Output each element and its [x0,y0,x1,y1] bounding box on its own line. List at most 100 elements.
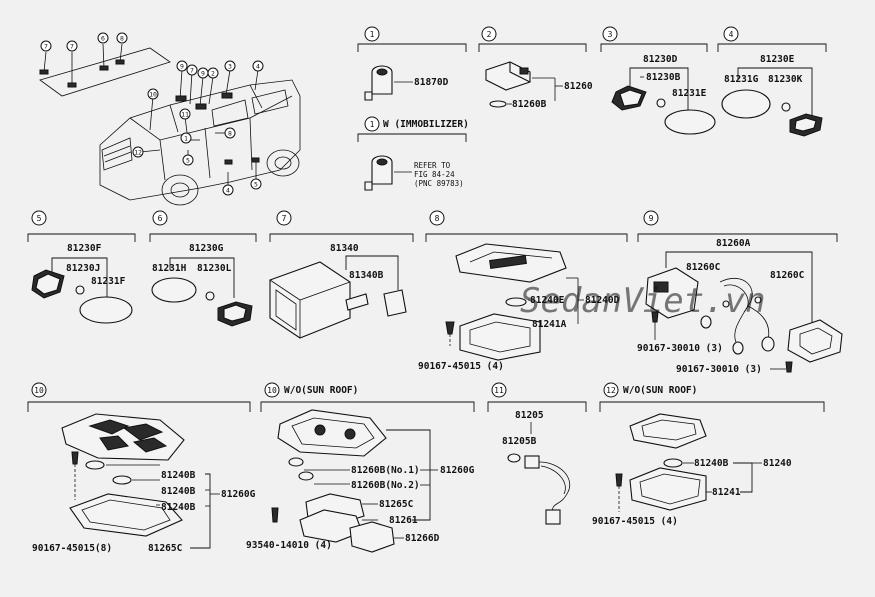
part-label-81241a: 81241A [532,319,567,330]
part-label-81266d: 81266D [405,533,440,544]
vehicle-callout-label: 12 [134,149,142,157]
section-8: 8 81240E 81240D 81241A 90167-45015 (4) [418,210,628,372]
part-label-81230b: 81230B [646,72,681,83]
part-label-81230l: 81230L [197,263,232,274]
vehicle-callout-circle [132,146,144,158]
part-label-81230f: 81230F [67,243,102,254]
vehicle-callout-circle [179,108,191,120]
part-label-81260c-2: 81260C [770,270,805,281]
part-label-81240e: 81240E [530,295,565,306]
section-12: 12 W/O(SUN ROOF) 81240B 81240 81241 9016… [592,382,825,527]
vehicle-callout-circle [222,184,234,196]
part-label-90167-45015-s10: 90167-45015(8) [32,543,112,554]
section-5: 5 81230F 81230J 81231F [27,210,136,324]
refer-line-2: FIG 84-24 [414,170,455,179]
watermark-text: SedanViet.vn [520,281,766,321]
vehicle-callout-circle [176,60,188,72]
section-2-number: 2 [487,30,492,39]
part-label-81230g: 81230G [189,243,224,254]
vehicle-callout-circle [224,127,236,139]
no-sunroof-note-12: W/O(SUN ROOF) [623,385,697,396]
section-9: 9 81260A 81260C 81260C 90167-30010 (3) 9… [637,210,843,375]
vehicle-callout-label: 9 [201,70,205,78]
part-label-81340b: 81340B [349,270,384,281]
vehicle-callout-circle [116,32,128,44]
part-label-81240b-s12: 81240B [694,458,729,469]
vehicle-callout-label: 8 [228,130,232,138]
part-label-81230d: 81230D [643,54,678,65]
section-3: 3 81230D 81230B 81231E [600,26,716,135]
vehicle-illustration [39,43,301,206]
part-label-81231h: 81231H [152,263,187,274]
section-6-number: 6 [158,214,163,223]
vehicle-callout-circle [40,40,52,52]
refer-line-1: REFER TO [414,161,451,170]
section-11-number: 11 [494,386,504,395]
vehicle-callout-circle [147,88,159,100]
vehicle-callout-circle [180,132,192,144]
section-6: 6 81230G 81231H 81230L [149,210,257,327]
part-label-81240b-3: 81240B [161,502,196,513]
part-label-81240b-1: 81240B [161,470,196,481]
vehicle-callout-circle [224,60,236,72]
part-label-81240: 81240 [763,458,792,469]
part-label-90167-30010-b: 90167-30010 (3) [676,364,762,375]
part-label-90167-45015-s12: 90167-45015 (4) [592,516,678,527]
vehicle-callout-label: 2 [211,70,215,78]
vehicle-callout-label: 7 [44,43,48,51]
part-label-81340: 81340 [330,243,359,254]
vehicle-callout-circle [252,60,264,72]
section-10-number: 10 [34,386,44,395]
part-label-81231e: 81231E [672,88,707,99]
section-8-number: 8 [435,214,440,223]
section-1b-number: 1 [370,120,375,129]
section-4: 4 81230E 81231G 81230K [717,26,827,137]
section-7: 7 81340 81340B [269,210,414,339]
section-12-number: 12 [606,386,616,395]
vehicle-callout-label: 11 [181,111,189,119]
part-label-90167-30010-a: 90167-30010 (3) [637,343,723,354]
vehicle-callout-circle [207,67,219,79]
section-9-number: 9 [649,214,654,223]
section-10-no-sunroof: 10 W/O(SUN ROOF) 81260B(No.1) 81260B(No.… [246,382,475,553]
no-sunroof-note-10: W/O(SUN ROOF) [284,385,358,396]
vehicle-callout-circle [97,32,109,44]
section-1-immobilizer: 1 W (IMMOBILIZER) REFER TO FIG 84-24 (PN… [357,116,469,191]
section-4-number: 4 [729,30,734,39]
part-label-81205: 81205 [515,410,544,421]
part-label-81240b-2: 81240B [161,486,196,497]
part-label-81230e: 81230E [760,54,795,65]
immobilizer-note: W (IMMOBILIZER) [383,119,469,130]
part-label-81231g: 81231G [724,74,759,85]
part-label-81240d: 81240D [585,295,620,306]
vehicle-callout-label: 9 [180,63,184,71]
part-label-90167-45015-s8: 90167-45015 (4) [418,361,504,372]
vehicle-callout-label: 3 [228,63,232,71]
part-label-81241: 81241 [712,487,741,498]
section-10: 10 81240B 81240B 81240B 81260G 90167-450… [27,382,256,554]
part-label-81260g-s10: 81260G [221,489,256,500]
part-label-81260c-1: 81260C [686,262,721,273]
vehicle-callout-label: 5 [254,181,258,189]
part-label-81230j: 81230J [66,263,100,274]
vehicle-callout-label: 1 [184,135,188,143]
part-label-81261: 81261 [389,515,418,526]
vehicle-callout-circle [250,178,262,190]
section-5-number: 5 [37,214,42,223]
vehicle-callout-circle [66,40,78,52]
part-label-81260b-no1: 81260B(No.1) [351,465,420,476]
part-label-81260: 81260 [564,81,593,92]
vehicle-callout-circle [186,64,198,76]
part-label-81870d: 81870D [414,77,449,88]
vehicle-callout-label: 8 [120,35,124,43]
part-label-81265c-s10b: 81265C [379,499,414,510]
part-label-81260b: 81260B [512,99,547,110]
part-label-81260b-no2: 81260B(No.2) [351,480,420,491]
section-7-number: 7 [282,214,287,223]
vehicle-callout-label: 5 [186,157,190,165]
part-label-81205b: 81205B [502,436,537,447]
part-label-81230k: 81230K [768,74,803,85]
vehicle-callout-label: 10 [149,91,157,99]
